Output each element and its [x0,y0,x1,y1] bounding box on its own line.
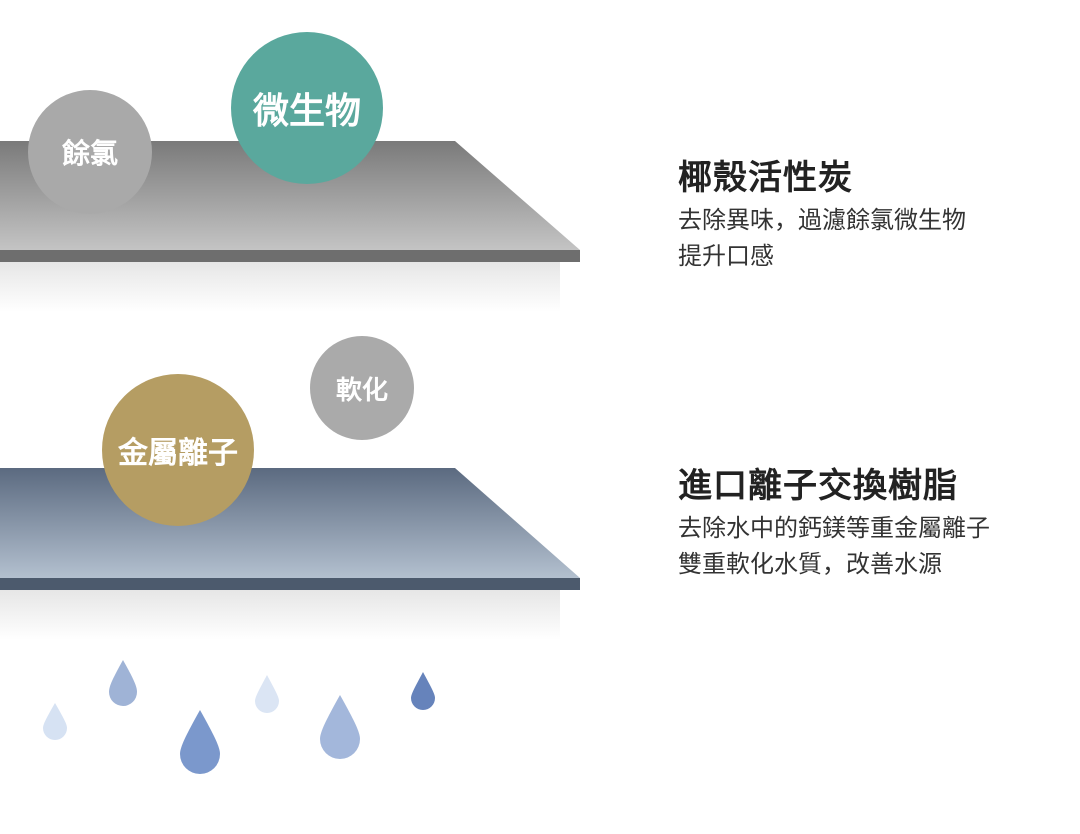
resin-layer-edge [0,578,580,590]
water-drop-icon [180,710,220,774]
carbon-layer-title: 椰殼活性炭 [678,158,853,198]
description-line: 去除異味，過濾餘氯微生物 [678,206,966,234]
resin-layer [0,468,580,578]
badge-metal-ions: 金屬離子 [102,374,254,526]
badge-softening: 軟化 [310,336,414,440]
carbon-layer-shadow [0,262,560,312]
water-drop-icon [255,675,279,713]
resin-layer-shadow [0,590,560,640]
description-line: 雙重軟化水質，改善水源 [678,550,942,578]
water-drop-icon [109,660,137,706]
description-line: 去除水中的鈣鎂等重金屬離子 [678,514,990,542]
badge-microorganisms: 微生物 [231,32,383,184]
carbon-layer-description: 去除異味，過濾餘氯微生物 提升口感 [678,202,966,274]
water-drop-icon [43,703,67,740]
water-drops [43,660,435,774]
badge-residual-chlorine: 餘氯 [28,90,152,214]
description-line: 提升口感 [678,242,774,270]
resin-layer-title: 進口離子交換樹脂 [678,466,958,506]
resin-layer-description: 去除水中的鈣鎂等重金屬離子 雙重軟化水質，改善水源 [678,510,990,582]
water-drop-icon [411,672,435,710]
water-drop-icon [320,695,360,759]
carbon-layer-edge [0,250,580,262]
